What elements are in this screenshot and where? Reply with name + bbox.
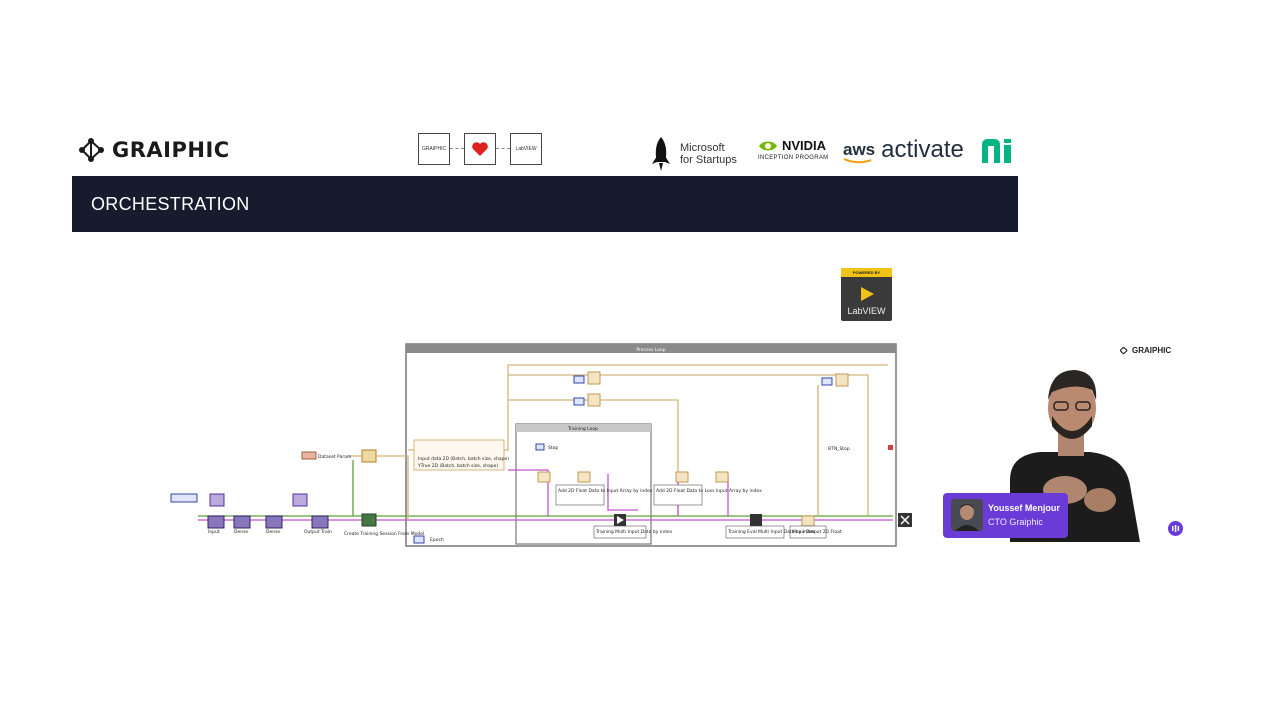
- avatar: [951, 499, 983, 531]
- section-banner: ORCHESTRATION: [72, 176, 1018, 232]
- graiphic-box: GRAIPHIC: [418, 133, 450, 165]
- graiphic-loves-labview: GRAIPHIC LabVIEW: [418, 133, 542, 165]
- labview-block-diagram: Process Loop Training Loop Input Dense D…: [170, 343, 897, 547]
- training-loop-label: Training Loop: [567, 426, 598, 432]
- cluster-line1: Input data 2D (Batch, batch size, shape): [418, 456, 509, 462]
- add-loss-label: Add 2D Float Data to Loss Input Array by…: [656, 488, 762, 494]
- page-title: ORCHESTRATION: [91, 194, 250, 214]
- btn-stop-label: BTN_Stop: [828, 446, 850, 452]
- mono-output-label: Mono Output 2D Float: [792, 529, 842, 535]
- microsoft-line1: Microsoft: [680, 142, 725, 154]
- graiphic-logo: GRAIPHIC: [76, 134, 230, 166]
- labview-play-icon: [861, 287, 874, 301]
- audio-indicator[interactable]: [1168, 521, 1183, 536]
- activate-label: activate: [881, 136, 964, 163]
- output-train-label: Output Train: [304, 529, 332, 535]
- labview-box: LabVIEW: [510, 133, 542, 165]
- add-input-label: Add 2D Float Data to Input Array by inde…: [558, 488, 653, 494]
- nvidia-name: NVIDIA: [782, 138, 827, 153]
- presenter-brand-name: GRAIPHIC: [1132, 346, 1172, 355]
- create-session-label: Create Training Session From Model: [344, 531, 424, 537]
- nvidia-sub: INCEPTION PROGRAM: [758, 155, 829, 161]
- heart-box: [464, 133, 496, 165]
- nvidia-inception-logo: NVIDIA INCEPTION PROGRAM: [758, 138, 828, 161]
- aws-label: aws: [843, 140, 876, 159]
- training-multi-label: Training Multi Input Data by index: [595, 529, 672, 535]
- labview-badge: POWERED BY LabVIEW: [841, 268, 892, 321]
- dense1-label: Dense: [234, 529, 248, 535]
- heart-icon: [472, 142, 488, 156]
- microsoft-line2: for Startups: [680, 154, 737, 166]
- microsoft-for-startups-logo: Microsoft for Startups: [650, 136, 737, 172]
- ni-logo-icon: [982, 139, 1011, 163]
- presenter-nameplate: Youssef Menjour CTO Graiphic: [943, 493, 1068, 538]
- input-chain: Input Dense Dense Output Train Create Tr…: [170, 493, 424, 537]
- training-eval-label: Training Eval Multi Input Data by index: [727, 529, 815, 535]
- epoch-label: Epoch: [430, 537, 444, 543]
- brand-name: GRAIPHIC: [112, 138, 230, 162]
- presenter-role: CTO Graiphic: [988, 517, 1043, 527]
- presenter-brand: GRAIPHIC: [1118, 345, 1171, 356]
- graiphic-logo-icon: [79, 138, 104, 162]
- labview-name: LabVIEW: [847, 306, 886, 316]
- stop-label: Stop: [548, 445, 558, 451]
- dataset-param-label: Dataset Param: [318, 454, 351, 460]
- presenter-name: Youssef Menjour: [988, 503, 1060, 513]
- aws-activate-logo: aws activate: [843, 136, 964, 164]
- cluster-line2: YTrue 2D (Batch, batch size, shape): [417, 463, 498, 469]
- connector: [450, 148, 464, 150]
- aws-smile-icon: [843, 158, 872, 164]
- audio-indicator-icon: [1172, 525, 1180, 532]
- process-loop-label: Process Loop: [636, 347, 665, 353]
- rocket-icon: [652, 137, 670, 171]
- connector: [496, 148, 510, 150]
- graiphic-logo-icon: [1119, 346, 1128, 355]
- dense2-label: Dense: [266, 529, 280, 535]
- close-node-icon: [898, 513, 912, 527]
- nvidia-eye-icon: [759, 141, 777, 150]
- input-label: Input: [208, 529, 220, 535]
- powered-by-label: POWERED BY: [841, 268, 892, 277]
